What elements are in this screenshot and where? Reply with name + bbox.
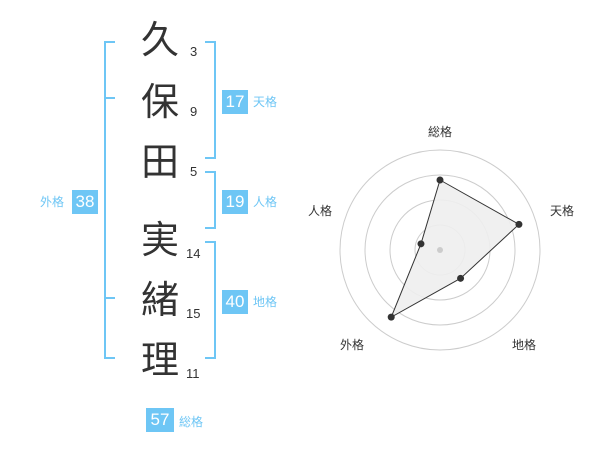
chikaku-value: 40 bbox=[222, 290, 248, 314]
stroke-count-3: 5 bbox=[190, 164, 198, 179]
tenkaku-bracket bbox=[205, 41, 216, 159]
radar-point-5 bbox=[417, 240, 425, 248]
soukaku-label: 総格 bbox=[179, 415, 204, 429]
radar-axis-label-gaikaku: 外格 bbox=[339, 338, 364, 352]
name-char-6: 理 bbox=[140, 338, 179, 382]
name-char-5: 緒 bbox=[140, 278, 179, 322]
chikaku-label: 地格 bbox=[253, 295, 278, 309]
radar-axis-label-jinkaku: 人格 bbox=[307, 204, 332, 218]
radar-ring-3 bbox=[364, 174, 516, 326]
radar-center bbox=[437, 247, 443, 253]
jinkaku-value: 19 bbox=[222, 190, 248, 214]
gaikaku-value: 38 bbox=[72, 190, 98, 214]
soukaku-value: 57 bbox=[146, 408, 174, 432]
stroke-count-6: 11 bbox=[186, 366, 200, 381]
gaikaku-bracket bbox=[104, 41, 115, 359]
radar-axis-label-soukaku: 総格 bbox=[427, 125, 452, 139]
stroke-count-2: 9 bbox=[190, 104, 198, 119]
jinkaku-label: 人格 bbox=[253, 195, 278, 209]
radar-point-4 bbox=[387, 313, 395, 321]
radar-point-2 bbox=[515, 220, 523, 228]
tenkaku-value: 17 bbox=[222, 90, 248, 114]
radar-point-1 bbox=[436, 176, 444, 184]
chikaku-bracket bbox=[205, 241, 216, 359]
tenkaku-label: 天格 bbox=[253, 95, 278, 109]
radar-ring-4 bbox=[339, 149, 541, 351]
stroke-count-5: 15 bbox=[186, 306, 201, 321]
radar-series-polygon bbox=[390, 179, 520, 319]
jinkaku-bracket bbox=[205, 171, 216, 229]
name-char-4: 実 bbox=[140, 218, 179, 262]
name-char-1: 久 bbox=[140, 18, 179, 62]
name-char-2: 保 bbox=[140, 80, 179, 124]
radar-point-3 bbox=[457, 274, 465, 282]
name-char-3: 田 bbox=[140, 140, 179, 184]
radar-axis-label-tenkaku: 天格 bbox=[549, 204, 574, 218]
stroke-count-1: 3 bbox=[190, 44, 198, 59]
stroke-count-4: 14 bbox=[186, 246, 201, 261]
gaikaku-label: 外格 bbox=[40, 195, 65, 209]
radar-axis-label-chikaku: 地格 bbox=[511, 338, 536, 352]
